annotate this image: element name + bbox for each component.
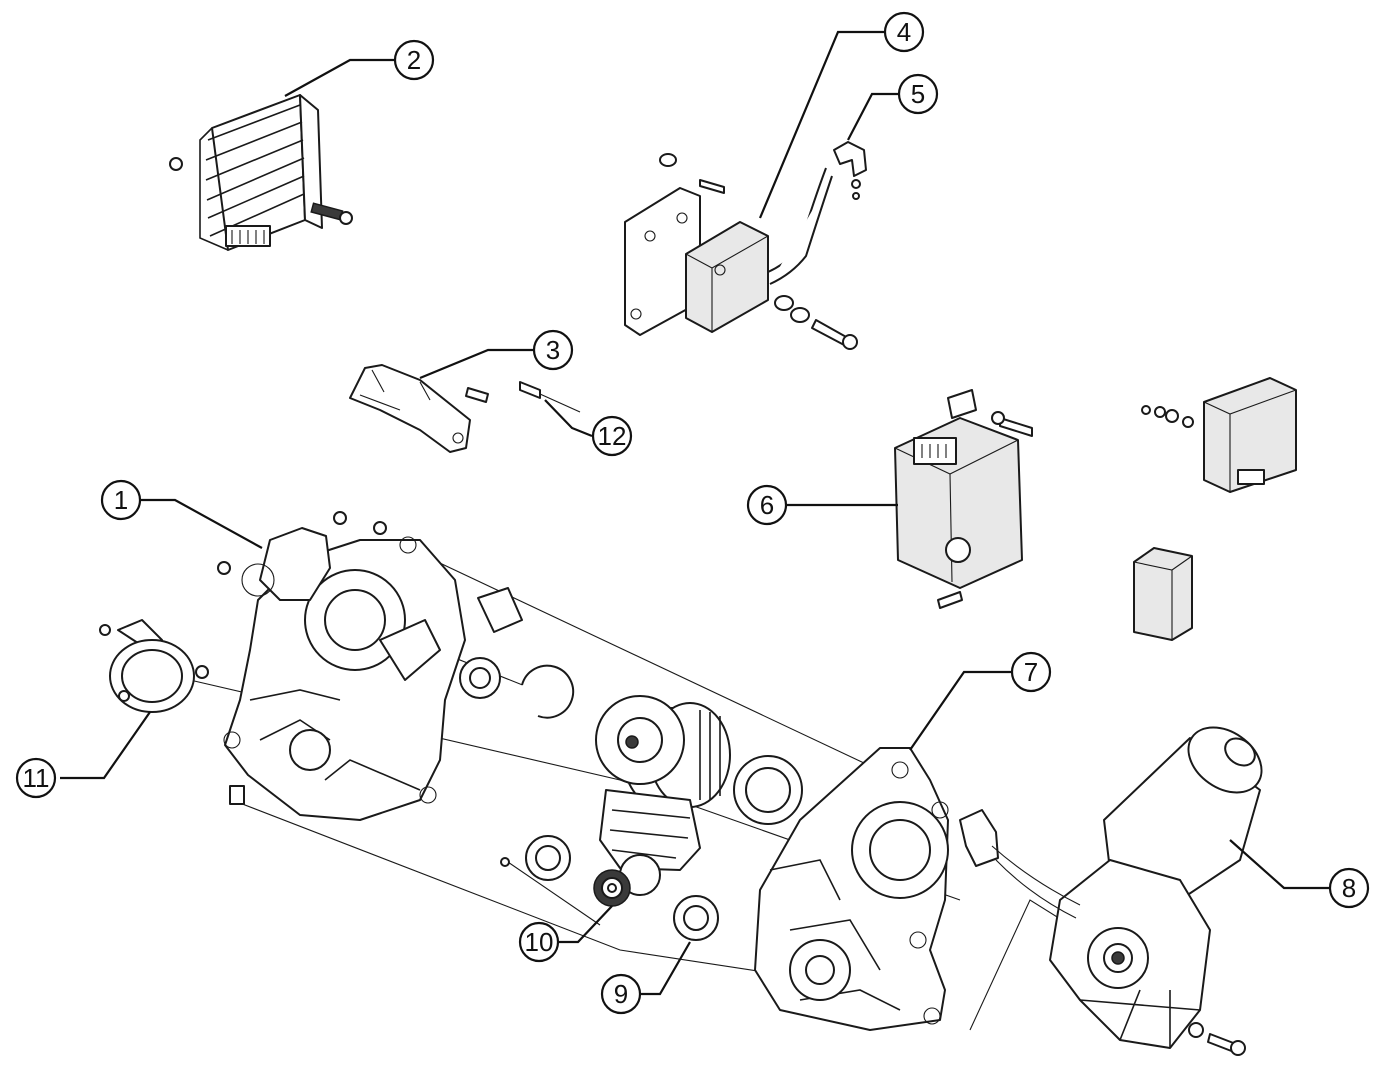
callout-10-label: 10	[525, 927, 554, 957]
part-small-screw	[519, 381, 581, 413]
part-bearings	[459, 657, 803, 941]
callout-8: 8	[1328, 867, 1370, 909]
part-elbow-fitting	[833, 141, 867, 200]
callout-8-label: 8	[1342, 873, 1356, 903]
callout-9: 9	[600, 973, 642, 1015]
callout-11: 11	[15, 757, 57, 799]
callout-7-label: 7	[1024, 657, 1038, 687]
callout-3-label: 3	[546, 335, 560, 365]
callout-10: 10	[518, 921, 560, 963]
leader-lines	[60, 30, 1330, 996]
callout-4: 4	[883, 11, 925, 53]
callout-1-label: 1	[114, 485, 128, 515]
callout-12: 12	[591, 415, 633, 457]
callout-1: 1	[100, 479, 142, 521]
callout-3: 3	[532, 329, 574, 371]
callout-2-label: 2	[407, 45, 421, 75]
callout-12-label: 12	[598, 421, 627, 451]
part-gear-assembly	[595, 695, 731, 896]
callout-4-label: 4	[897, 17, 911, 47]
part-regulator	[169, 94, 353, 251]
callout-6: 6	[746, 484, 788, 526]
part-lever	[349, 364, 489, 453]
callout-5: 5	[897, 73, 939, 115]
callout-6-label: 6	[760, 490, 774, 520]
part-sensor-bracket	[624, 153, 858, 350]
part-left-housing	[217, 511, 523, 821]
part-relay-module	[1141, 377, 1297, 493]
part-control-unit	[894, 389, 1033, 609]
part-ring-seal	[99, 619, 209, 713]
part-small-gear	[593, 869, 631, 907]
callout-2: 2	[393, 39, 435, 81]
part-fuse-block	[1133, 547, 1193, 641]
callout-5-label: 5	[911, 79, 925, 109]
callout-11-label: 11	[23, 763, 50, 793]
callout-7: 7	[1010, 651, 1052, 693]
callout-9-label: 9	[614, 979, 628, 1009]
part-electric-motor	[959, 726, 1263, 1056]
part-right-housing	[754, 747, 949, 1031]
